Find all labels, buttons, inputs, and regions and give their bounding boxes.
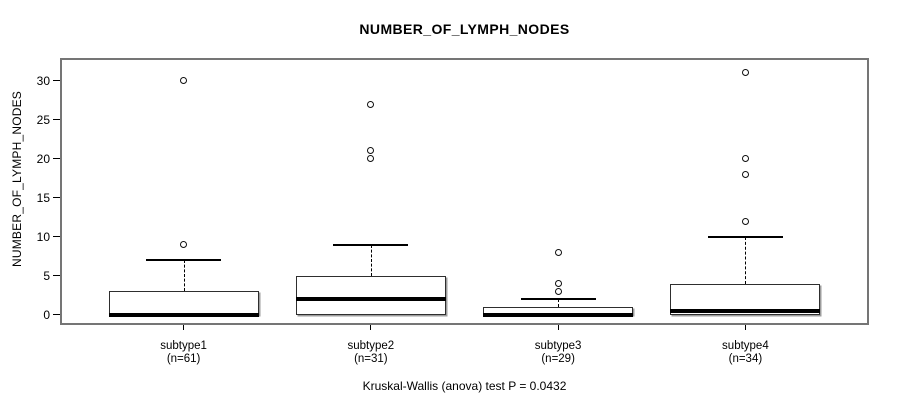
y-axis-tick-label: 5 xyxy=(43,268,50,283)
outlier-point xyxy=(367,147,375,155)
outlier-point xyxy=(180,77,188,85)
y-axis-tick-label: 10 xyxy=(36,229,50,244)
x-axis-tick xyxy=(183,325,185,330)
outlier-point xyxy=(367,100,375,108)
y-axis-tick xyxy=(53,275,60,277)
median-line xyxy=(108,312,259,317)
median-line xyxy=(483,312,634,317)
y-axis-tick-label: 0 xyxy=(43,307,50,322)
x-axis-tick xyxy=(370,325,372,330)
x-axis-group-label: subtype2 xyxy=(347,340,395,352)
x-axis-group-sublabel: (n=61) xyxy=(166,353,201,365)
y-axis-tick-label: 15 xyxy=(36,190,50,205)
outlier-point xyxy=(741,217,749,225)
x-axis-tick xyxy=(744,325,746,330)
whisker-stem xyxy=(183,260,185,292)
y-axis-tick xyxy=(53,80,60,82)
y-axis-tick-label: 25 xyxy=(36,112,50,127)
x-axis-tick xyxy=(557,325,559,330)
y-axis-tick-label: 30 xyxy=(36,73,50,88)
whisker-stem xyxy=(370,244,372,276)
box-subtype2 xyxy=(295,275,446,315)
whisker-stem xyxy=(745,236,747,284)
outlier-point xyxy=(554,280,562,288)
median-line xyxy=(295,297,446,302)
outlier-point xyxy=(741,170,749,178)
median-line xyxy=(670,308,821,313)
outlier-point xyxy=(180,241,188,249)
x-axis-group-label: subtype1 xyxy=(160,340,207,352)
y-axis-tick xyxy=(53,158,60,160)
stat-test-caption: Kruskal-Wallis (anova) test P = 0.0432 xyxy=(362,379,567,393)
whisker-stem xyxy=(558,299,560,308)
outlier-point xyxy=(554,248,562,256)
outlier-point xyxy=(741,69,749,77)
outlier-point xyxy=(741,155,749,163)
outlier-point xyxy=(554,287,562,295)
x-axis-group-label: subtype4 xyxy=(722,340,769,352)
x-axis-group-sublabel: (n=31) xyxy=(354,353,388,365)
x-axis-group-label: subtype3 xyxy=(534,340,582,352)
x-axis-group-sublabel: (n=34) xyxy=(728,353,763,365)
x-axis-group-sublabel: (n=29) xyxy=(541,353,575,365)
y-axis-tick xyxy=(53,314,60,316)
plot-area xyxy=(60,58,869,325)
y-axis-tick xyxy=(53,197,60,199)
outlier-point xyxy=(367,155,375,163)
whisker-cap xyxy=(707,235,783,238)
box-subtype1 xyxy=(108,291,259,315)
chart-title: NUMBER_OF_LYMPH_NODES xyxy=(359,21,570,37)
y-axis-tick xyxy=(53,119,60,121)
whisker-cap xyxy=(146,259,222,262)
whisker-cap xyxy=(520,298,596,301)
y-axis-tick-label: 20 xyxy=(36,151,50,166)
whisker-cap xyxy=(333,243,409,246)
y-axis-tick xyxy=(53,236,60,238)
